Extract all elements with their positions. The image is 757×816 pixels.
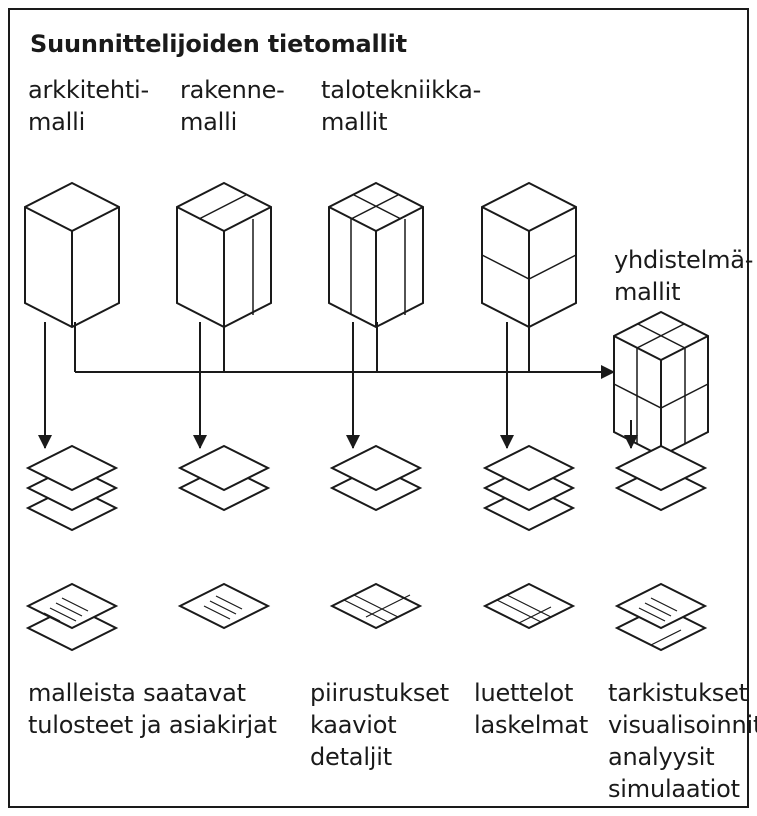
sheet-stacks [25,444,708,532]
drawing-sheet [329,582,423,630]
label-line: tarkistukset [608,679,748,707]
label-line: malli [180,108,238,136]
diagram-title: Suunnittelijoiden tietomallit [30,30,407,58]
sheet-stack-4 [482,444,576,532]
label-line: visualisoinnit [608,711,757,739]
hvac-model-cube [328,181,424,329]
architect-model-cube [24,181,120,329]
label-line: arkkitehti- [28,76,149,104]
label-line: talotekniikka- [321,76,482,104]
diagram-frame [8,8,749,808]
output-documents-label: malleista saatavat tulosteet ja asiakirj… [28,677,277,741]
document-sheets [25,582,708,652]
label-line: kaaviot [310,711,397,739]
sheet-stack-1 [25,444,119,532]
architect-model-label: arkkitehti- malli [28,74,149,138]
output-drawings-label: piirustukset kaaviot detaljit [310,677,449,773]
label-line: rakenne- [180,76,285,104]
label-line: mallit [614,278,681,306]
label-line: analyysit [608,743,715,771]
label-line: laskelmat [474,711,589,739]
document-output-2 [177,582,271,630]
label-line: detaljit [310,743,392,771]
list-sheet [482,582,576,630]
combined-model-label: yhdistelmä- mallit [614,244,753,308]
structural-model-label: rakenne- malli [180,74,285,138]
output-checks-label: tarkistukset visualisoinnit analyysit si… [608,677,757,805]
label-line: luettelot [474,679,574,707]
output-lists-label: luettelot laskelmat [474,677,588,741]
label-line: mallit [321,108,388,136]
label-line: tulosteet ja asiakirjat [28,711,277,739]
hvac-model-label: talotekniikka- mallit [321,74,481,138]
model-cube-4 [481,181,577,329]
sheet-stack-5 [614,444,708,512]
combined-model-cube [613,310,709,458]
label-line: malli [28,108,86,136]
label-line: piirustukset [310,679,449,707]
sheet-stack-3 [329,444,423,512]
sheet-stack-2 [177,444,271,512]
connector-lines [38,322,638,449]
structural-model-cube [176,181,272,329]
document-output-1 [25,582,119,652]
label-line: simulaatiot [608,775,740,803]
document-output-5 [614,582,708,652]
label-line: malleista saatavat [28,679,246,707]
label-line: yhdistelmä- [614,246,754,274]
